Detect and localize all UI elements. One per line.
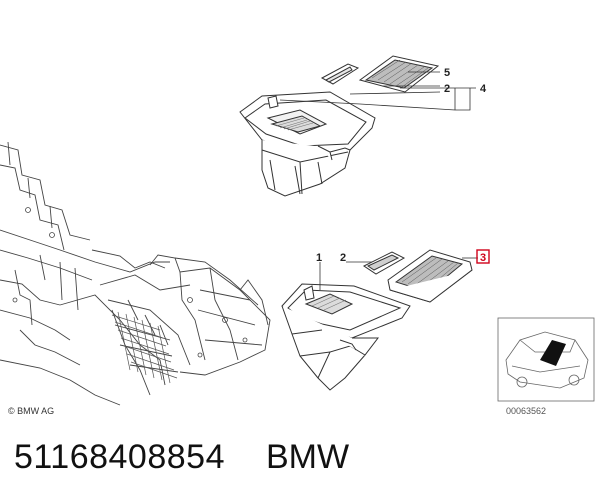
callout-5: 5 <box>444 67 450 79</box>
lower-leader-lines <box>319 257 478 290</box>
callout-2-bottom: 2 <box>340 252 346 264</box>
copyright-text: © BMW AG <box>8 406 54 416</box>
callout-3-highlight-box <box>476 249 490 264</box>
parts-diagram: 5 2 4 1 2 3 <box>0 55 595 416</box>
callout-2-top: 2 <box>444 83 450 95</box>
upper-leader-lines <box>279 71 476 111</box>
image-number: 00063562 <box>506 406 546 416</box>
chassis-lattice <box>111 311 178 384</box>
locator-thumbnail <box>497 317 595 402</box>
callout-3: 3 <box>480 252 486 264</box>
chassis-frame <box>0 141 271 406</box>
part-2-cover-bottom <box>363 251 406 275</box>
part-2-mat-top <box>358 55 440 93</box>
brand-name: BMW <box>266 438 350 476</box>
upper-tray-assembly <box>239 91 376 197</box>
callout-4: 4 <box>480 83 487 95</box>
part-number: 51168408854 <box>14 438 225 476</box>
part-3-mat <box>387 249 473 303</box>
part-5-cover <box>320 63 360 85</box>
callout-1: 1 <box>316 252 322 264</box>
chassis-holes <box>12 207 248 358</box>
lower-tray-assembly <box>281 283 411 391</box>
